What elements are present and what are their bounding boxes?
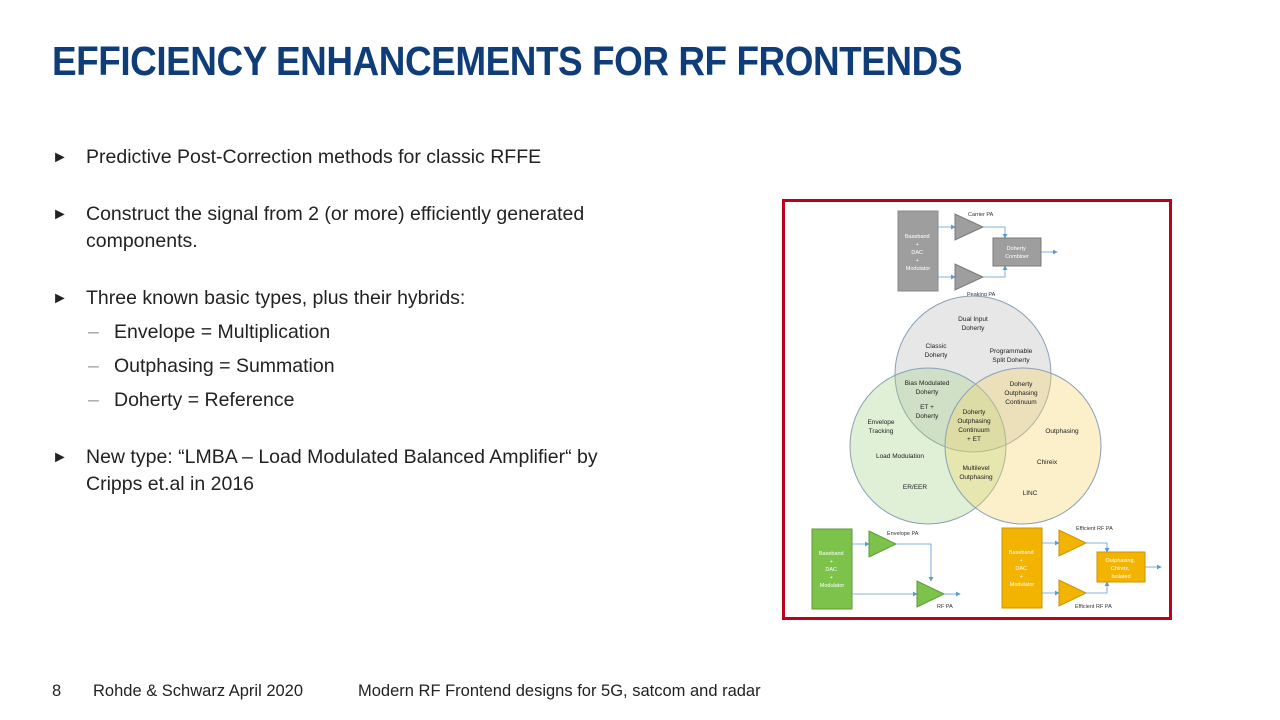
envelope-circle: [849, 367, 1007, 525]
outphasing-source-line: +: [1020, 558, 1023, 564]
outphasing-source-line: Baseband: [1009, 550, 1034, 556]
outphasing-source-box: [1001, 527, 1043, 609]
envelope-source-line: +: [830, 575, 833, 581]
bullet-marker: ►: [52, 206, 68, 223]
sub-bullet-text: Doherty = Reference: [114, 389, 295, 411]
bullet-list: ► Predictive Post-Correction methods for…: [52, 144, 692, 498]
efficient-pa-top-label: Efficient RF PA: [1076, 526, 1113, 532]
bullet-text-line: New type: “LMBA – Load Modulated Balance…: [86, 446, 598, 468]
sub-bullet-item: – Envelope = Multiplication: [52, 315, 692, 349]
outphasing-block: Baseband + DAC + Modulator Efficient RF …: [1001, 526, 1162, 610]
envelope-pa-triangle: [868, 530, 898, 558]
pa-architecture-figure: Baseband + DAC + Modulator Carrier PA Pe…: [782, 199, 1172, 620]
bullet-item: ► Construct the signal from 2 (or more) …: [52, 201, 692, 255]
bullet-text: Three known basic types, plus their hybr…: [86, 287, 466, 309]
bullet-marker: ►: [52, 449, 68, 466]
doherty-combiner-line: Doherty: [1007, 246, 1027, 252]
svg-text:Baseband + DAC: Baseband + DAC + Modulator: [1009, 550, 1035, 588]
efficient-pa-top-triangle: [1058, 529, 1088, 557]
doherty-source-box: [897, 210, 939, 292]
doherty-source-line: Modulator: [906, 266, 931, 272]
page-number: 8: [52, 682, 62, 700]
doherty-source-line: DAC: [911, 250, 923, 256]
efficient-pa-bottom-label: Efficient RF PA: [1075, 604, 1112, 610]
bullet-text-line: components.: [86, 230, 198, 252]
sub-bullet-text: Envelope = Multiplication: [114, 321, 331, 343]
outphasing-source-line: Modulator: [1010, 582, 1035, 588]
pa-architecture-diagram: Baseband + DAC + Modulator Carrier PA Pe…: [811, 210, 1162, 610]
bullet-text: Predictive Post-Correction methods for c…: [86, 146, 542, 168]
outphasing-source-line: +: [1020, 574, 1023, 580]
efficient-pa-bottom-triangle: [1058, 579, 1088, 607]
slide-title: EFFICIENCY ENHANCEMENTS FOR RF FRONTENDS: [52, 38, 962, 84]
doherty-block: Baseband + DAC + Modulator Carrier PA Pe…: [897, 210, 1058, 298]
envelope-source-line: DAC: [825, 567, 837, 573]
label-er-eer: ER/EER: [903, 484, 928, 491]
svg-text:Outphasing, Chireix,: Outphasing, Chireix, Isolated: [1105, 558, 1136, 580]
outphasing-combiner-line: Isolated: [1111, 574, 1130, 580]
doherty-combiner-line: Combiner: [1005, 254, 1029, 260]
bullet-item: ► Three known basic types, plus their hy…: [52, 285, 692, 312]
outphasing-combiner-line: Outphasing,: [1105, 558, 1135, 564]
envelope-pa-label: Envelope PA: [887, 531, 919, 537]
sub-bullet-marker: –: [88, 321, 99, 343]
doherty-circle: [894, 295, 1052, 453]
carrier-pa-label: Carrier PA: [968, 212, 994, 218]
envelope-source-line: +: [830, 559, 833, 565]
envelope-source-line: Modulator: [820, 583, 845, 589]
bullet-text-line: Cripps et.al in 2016: [86, 473, 255, 495]
sub-bullet-item: – Outphasing = Summation: [52, 349, 692, 383]
envelope-source-line: Baseband: [819, 551, 844, 557]
svg-text:Baseband + DAC: Baseband + DAC + Modulator: [905, 234, 931, 272]
doherty-source-line: +: [916, 242, 919, 248]
envelope-source-box: [811, 528, 853, 610]
sub-bullet-marker: –: [88, 355, 99, 377]
outphasing-combiner-box: [1096, 551, 1146, 583]
doherty-source-line: +: [916, 258, 919, 264]
label-outphasing: Outphasing: [1045, 428, 1079, 435]
footer-company: Rohde & Schwarz April 2020: [93, 682, 304, 700]
svg-text:Doherty Combiner: Doherty Combiner: [1005, 246, 1029, 260]
label-chireix: Chireix: [1037, 459, 1058, 466]
peaking-pa-triangle: [954, 263, 985, 291]
bullet-item: ► Predictive Post-Correction methods for…: [52, 144, 692, 171]
outphasing-circle: [944, 367, 1102, 525]
rf-pa-triangle: [916, 580, 946, 608]
sub-bullet-item: – Doherty = Reference: [52, 383, 692, 417]
bullet-marker: ►: [52, 149, 68, 166]
label-linc: LINC: [1023, 490, 1038, 497]
envelope-block: Baseband + DAC + Modulator Envelope PA R…: [811, 528, 961, 610]
footer-subject: Modern RF Frontend designs for 5G, satco…: [358, 682, 761, 700]
bullet-marker: ►: [52, 290, 68, 307]
doherty-combiner-box: [992, 237, 1042, 267]
label-et-doherty: ET +Doherty: [916, 404, 940, 420]
label-load-modulation: Load Modulation: [876, 453, 924, 460]
doherty-source-line: Baseband: [905, 234, 930, 240]
carrier-pa-triangle: [954, 213, 985, 241]
outphasing-combiner-line: Chireix,: [1111, 566, 1130, 572]
sub-bullet-text: Outphasing = Summation: [114, 355, 335, 377]
peaking-pa-label: Peaking PA: [967, 292, 996, 298]
sub-bullet-marker: –: [88, 389, 99, 411]
svg-text:Baseband + DAC: Baseband + DAC + Modulator: [819, 551, 845, 589]
rf-pa-label: RF PA: [937, 604, 953, 610]
bullet-item: ► New type: “LMBA – Load Modulated Balan…: [52, 444, 692, 498]
bullet-text-line: Construct the signal from 2 (or more) ef…: [86, 203, 585, 225]
outphasing-source-line: DAC: [1015, 566, 1027, 572]
